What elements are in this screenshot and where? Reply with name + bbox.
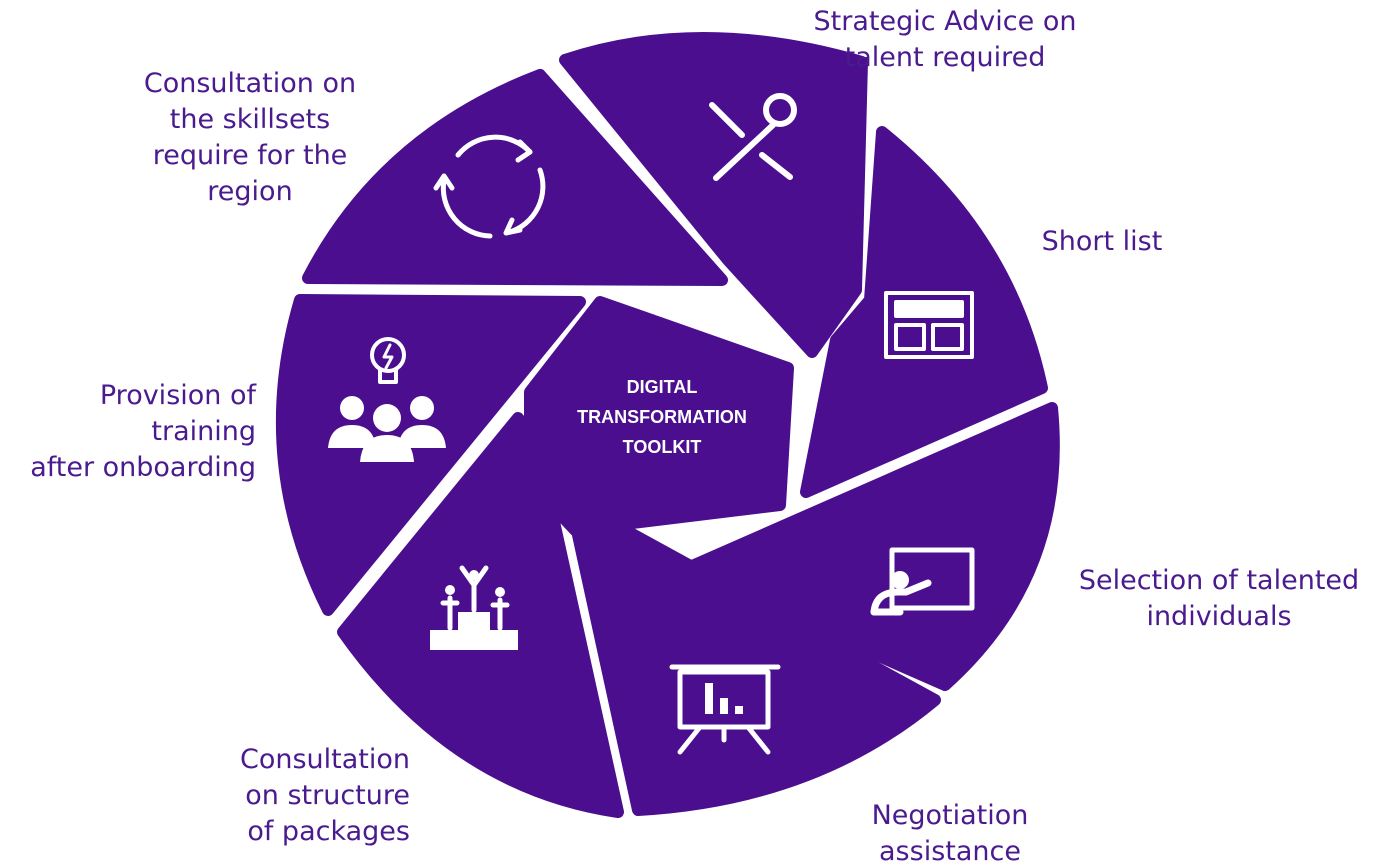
tools-icon <box>709 93 797 181</box>
label-line: Consultation <box>239 744 410 775</box>
label-line: Short list <box>1041 226 1163 257</box>
segment-training <box>275 294 586 616</box>
segment-skillsets <box>302 69 728 286</box>
center-hexagon <box>524 296 794 536</box>
label-line: Negotiation <box>871 800 1029 831</box>
cycle-arrows-icon <box>433 134 546 239</box>
label-negotiation: Negotiation assistance <box>860 798 1040 868</box>
label-line: after onboarding <box>30 452 256 483</box>
segment-negotiation <box>572 512 941 816</box>
label-line: require for the <box>152 140 348 171</box>
label-line: region <box>207 176 293 207</box>
label-structure-packages: Consultation on structure of packages <box>200 742 410 850</box>
label-line: assistance <box>879 836 1021 867</box>
podium-icon <box>430 565 518 650</box>
label-line: on structure <box>245 780 410 811</box>
label-line: talent required <box>844 42 1046 73</box>
center-title-line: TRANSFORMATION <box>577 407 747 427</box>
layout-icon <box>884 291 974 359</box>
label-strategic-advice: Strategic Advice on talent required <box>790 4 1100 76</box>
label-line: Strategic Advice on <box>813 6 1077 37</box>
presentation-chart-icon <box>669 664 781 755</box>
label-line: training <box>151 416 256 447</box>
label-line: Selection of talented <box>1078 565 1360 596</box>
label-short-list: Short list <box>1022 224 1182 260</box>
center-title: DIGITAL TRANSFORMATION TOOLKIT <box>577 377 747 457</box>
label-training: Provision of training after onboarding <box>0 378 256 486</box>
presenter-board-icon <box>870 547 975 616</box>
center-title-line: TOOLKIT <box>623 437 702 457</box>
segment-strategic-advice <box>559 32 868 358</box>
center-title-line: DIGITAL <box>627 377 698 397</box>
label-line: individuals <box>1146 601 1292 632</box>
label-selection: Selection of talented individuals <box>1064 563 1374 635</box>
label-skillsets: Consultation on the skillsets require fo… <box>120 66 380 210</box>
label-line: Consultation on <box>143 68 357 99</box>
team-idea-icon <box>328 337 446 462</box>
label-line: Provision of <box>99 380 256 411</box>
label-line: of packages <box>247 816 410 847</box>
segment-selection <box>677 402 1060 691</box>
label-line: the skillsets <box>169 104 331 135</box>
